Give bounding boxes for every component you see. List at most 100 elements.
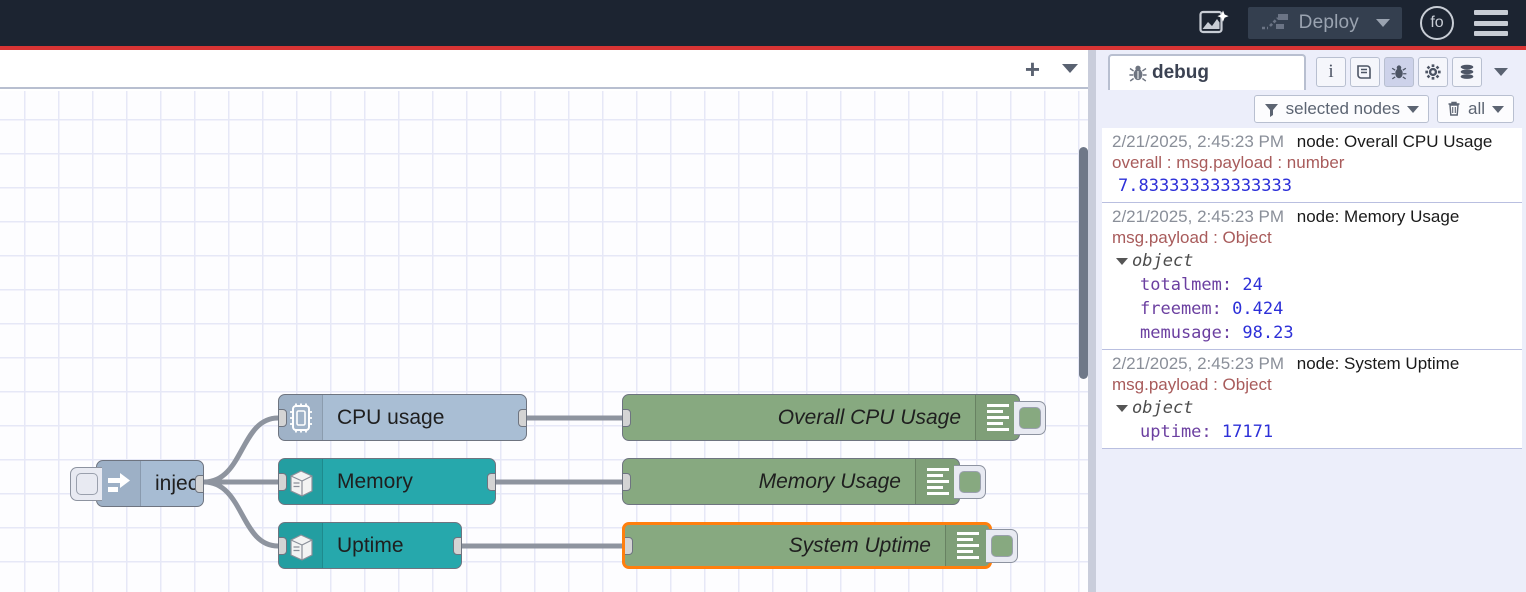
hamburger-menu-icon[interactable] bbox=[1474, 10, 1508, 36]
debug-timestamp: 2/21/2025, 2:45:23 PM bbox=[1112, 132, 1284, 151]
tab-debug[interactable]: debug bbox=[1108, 54, 1306, 90]
node-overall-cpu-usage[interactable]: Overall CPU Usage bbox=[622, 394, 1020, 441]
debug-property-key: freemem bbox=[1140, 299, 1212, 319]
funnel-icon bbox=[1264, 102, 1279, 117]
flow-canvas[interactable]: inject bbox=[0, 91, 1096, 592]
sidebar-icon-group: i bbox=[1316, 57, 1508, 90]
uptime-output-port[interactable] bbox=[453, 537, 462, 555]
debug-property-key: uptime bbox=[1140, 422, 1201, 442]
canvas-vertical-scrollbar[interactable] bbox=[1079, 147, 1088, 379]
deploy-caret-icon[interactable] bbox=[1376, 19, 1390, 27]
memory-usage-toggle-button[interactable] bbox=[954, 465, 986, 499]
debug-property: freemem: 0.424 bbox=[1112, 299, 1522, 319]
add-flow-button[interactable]: + bbox=[1017, 56, 1048, 82]
uptime-input-port[interactable] bbox=[278, 537, 287, 555]
debug-object-label: object bbox=[1132, 398, 1193, 418]
arrow-right-icon bbox=[97, 461, 141, 506]
cpu-usage-output-port[interactable] bbox=[518, 409, 527, 427]
uptime-node-body[interactable]: Uptime bbox=[278, 522, 462, 569]
overall-cpu-usage-node-label: Overall CPU Usage bbox=[623, 406, 975, 430]
debug-message[interactable]: 2/21/2025, 2:45:23 PM node: Overall CPU … bbox=[1102, 128, 1522, 203]
memory-usage-node-body[interactable]: Memory Usage bbox=[622, 458, 960, 505]
cpu-usage-node-label: CPU usage bbox=[323, 406, 458, 430]
cpu-usage-input-port[interactable] bbox=[278, 409, 287, 427]
debug-property: uptime: 17171 bbox=[1112, 422, 1522, 442]
node-memory[interactable]: Memory bbox=[278, 458, 496, 505]
library-book-icon[interactable] bbox=[1350, 57, 1380, 87]
memory-node-body[interactable]: Memory bbox=[278, 458, 496, 505]
debug-object-toggle[interactable]: object bbox=[1112, 398, 1522, 418]
inject-node-body[interactable]: inject bbox=[96, 460, 204, 507]
expand-triangle-icon[interactable] bbox=[1116, 405, 1128, 412]
debug-filter-label: selected nodes bbox=[1286, 99, 1400, 119]
debug-toolbar: selected nodes all bbox=[1096, 90, 1526, 128]
flow-menu-chevron-down-icon[interactable] bbox=[1062, 64, 1078, 73]
flow-tab-bar: + bbox=[0, 50, 1096, 89]
debug-message-header: 2/21/2025, 2:45:23 PM node: Overall CPU … bbox=[1112, 132, 1522, 152]
node-system-uptime[interactable]: System Uptime bbox=[622, 522, 992, 569]
debug-clear-caret-icon[interactable] bbox=[1492, 106, 1504, 113]
system-uptime-node-body[interactable]: System Uptime bbox=[622, 522, 992, 569]
debug-value: 7.833333333333333 bbox=[1112, 176, 1522, 196]
debug-property: totalmem: 24 bbox=[1112, 275, 1522, 295]
debug-active-indicator bbox=[991, 535, 1013, 557]
debug-message-header: 2/21/2025, 2:45:23 PM node: System Uptim… bbox=[1112, 354, 1522, 374]
memory-usage-input-port[interactable] bbox=[622, 473, 631, 491]
debug-source-node: node: Memory Usage bbox=[1297, 207, 1460, 226]
debug-filter-button[interactable]: selected nodes bbox=[1254, 95, 1429, 123]
expand-triangle-icon[interactable] bbox=[1116, 258, 1128, 265]
user-avatar[interactable]: fo bbox=[1420, 6, 1454, 40]
workspace-divider[interactable] bbox=[1088, 50, 1096, 592]
deploy-button[interactable]: Deploy bbox=[1248, 7, 1402, 39]
debug-filter-caret-icon[interactable] bbox=[1407, 106, 1419, 113]
context-data-icon[interactable] bbox=[1452, 57, 1482, 87]
debug-timestamp: 2/21/2025, 2:45:23 PM bbox=[1112, 354, 1284, 373]
memory-input-port[interactable] bbox=[278, 473, 287, 491]
node-memory-usage[interactable]: Memory Usage bbox=[622, 458, 960, 505]
cpu-usage-node-body[interactable]: CPU usage bbox=[278, 394, 527, 441]
debug-lines-icon bbox=[975, 395, 1019, 440]
system-uptime-input-port[interactable] bbox=[622, 537, 633, 555]
inject-button-inner bbox=[76, 473, 98, 495]
node-inject[interactable]: inject bbox=[96, 460, 204, 507]
flow-wires bbox=[0, 91, 1096, 592]
node-cpu-usage[interactable]: CPU usage bbox=[278, 394, 527, 441]
avatar-initials: fo bbox=[1430, 14, 1443, 32]
system-uptime-toggle-button[interactable] bbox=[986, 529, 1018, 563]
sidebar-overflow-chevron-down-icon[interactable] bbox=[1494, 68, 1508, 76]
overall-cpu-usage-toggle-button[interactable] bbox=[1014, 401, 1046, 435]
overall-cpu-usage-input-port[interactable] bbox=[622, 409, 631, 427]
top-header-bar: Deploy fo bbox=[0, 0, 1526, 46]
node-uptime[interactable]: Uptime bbox=[278, 522, 462, 569]
sidebar-tab-row: debug i bbox=[1096, 50, 1526, 90]
debug-property-value: 0.424 bbox=[1232, 299, 1283, 319]
info-icon[interactable]: i bbox=[1316, 57, 1346, 87]
debug-clear-button[interactable]: all bbox=[1437, 95, 1514, 123]
deploy-label: Deploy bbox=[1299, 12, 1359, 34]
debug-message-list[interactable]: 2/21/2025, 2:45:23 PM node: Overall CPU … bbox=[1102, 128, 1522, 588]
memory-usage-node-label: Memory Usage bbox=[623, 470, 915, 494]
debug-message[interactable]: 2/21/2025, 2:45:23 PM node: Memory Usage… bbox=[1102, 203, 1522, 350]
overall-cpu-usage-node-body[interactable]: Overall CPU Usage bbox=[622, 394, 1020, 441]
debug-sidebar: debug i bbox=[1096, 50, 1526, 592]
debug-clear-label: all bbox=[1468, 99, 1485, 119]
debug-object-toggle[interactable]: object bbox=[1112, 251, 1522, 271]
debug-lines-icon bbox=[915, 459, 959, 504]
inject-output-port[interactable] bbox=[195, 475, 204, 493]
bug-icon bbox=[1128, 63, 1148, 83]
gear-icon[interactable] bbox=[1418, 57, 1448, 87]
flow-workspace: + bbox=[0, 50, 1096, 592]
inject-trigger-button[interactable] bbox=[70, 467, 102, 501]
debug-property-key: memusage bbox=[1140, 323, 1222, 343]
bug-icon[interactable] bbox=[1384, 57, 1414, 87]
flow-assistant-icon[interactable] bbox=[1194, 3, 1234, 43]
debug-property-value: 17171 bbox=[1222, 422, 1273, 442]
memory-output-port[interactable] bbox=[487, 473, 496, 491]
debug-object-label: object bbox=[1132, 251, 1193, 271]
debug-topic: msg.payload : Object bbox=[1112, 375, 1522, 395]
uptime-node-label: Uptime bbox=[323, 534, 418, 558]
memory-node-label: Memory bbox=[323, 470, 427, 494]
debug-property-value: 98.23 bbox=[1242, 323, 1293, 343]
debug-message[interactable]: 2/21/2025, 2:45:23 PM node: System Uptim… bbox=[1102, 350, 1522, 449]
